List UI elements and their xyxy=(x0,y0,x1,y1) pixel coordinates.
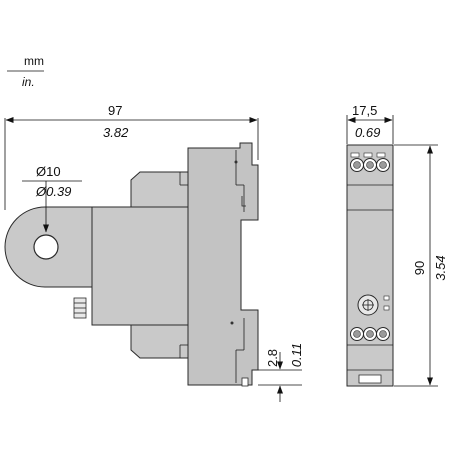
led-indicator-2 xyxy=(383,305,390,311)
unit-imperial: in. xyxy=(22,75,35,89)
main-body xyxy=(91,206,189,326)
units-legend: mm in. xyxy=(7,54,44,89)
din-clip-tab xyxy=(358,374,382,384)
width-mm-label: 97 xyxy=(108,103,122,118)
clip-details xyxy=(179,150,249,387)
upper-shoulder xyxy=(130,171,189,208)
top-terminals xyxy=(350,152,390,172)
hole-in-label: Ø0.39 xyxy=(35,184,71,199)
depth-in-label: 0.69 xyxy=(355,125,380,140)
sensor-hole xyxy=(33,234,59,260)
dimension-depth-width: 17,5 0.69 xyxy=(346,103,394,144)
width-in-label: 3.82 xyxy=(103,125,129,140)
height-in-label: 3.54 xyxy=(433,255,448,280)
depth-mm-label: 17,5 xyxy=(352,103,377,118)
height-mm-label: 90 xyxy=(412,261,427,275)
unit-metric: mm xyxy=(24,54,44,68)
dimension-total-height: 90 3.54 xyxy=(394,144,448,387)
rail-clip xyxy=(187,142,259,386)
dimension-hole-diameter: Ø10 Ø0.39 xyxy=(22,164,82,233)
setting-dial xyxy=(357,294,390,316)
lower-shoulder xyxy=(130,324,189,359)
dimension-total-width: 97 3.82 xyxy=(4,103,259,210)
side-view xyxy=(4,142,259,387)
adjustment-knob xyxy=(73,297,87,319)
front-view xyxy=(346,144,394,387)
offset-mm-label: 2.8 xyxy=(265,349,280,367)
led-indicator-1 xyxy=(383,295,390,301)
dimension-rail-offset: 2.8 0.11 xyxy=(258,343,304,402)
bottom-terminals xyxy=(350,327,390,341)
offset-in-label: 0.11 xyxy=(289,343,304,367)
front-housing xyxy=(346,144,394,387)
hole-mm-label: Ø10 xyxy=(36,164,61,179)
